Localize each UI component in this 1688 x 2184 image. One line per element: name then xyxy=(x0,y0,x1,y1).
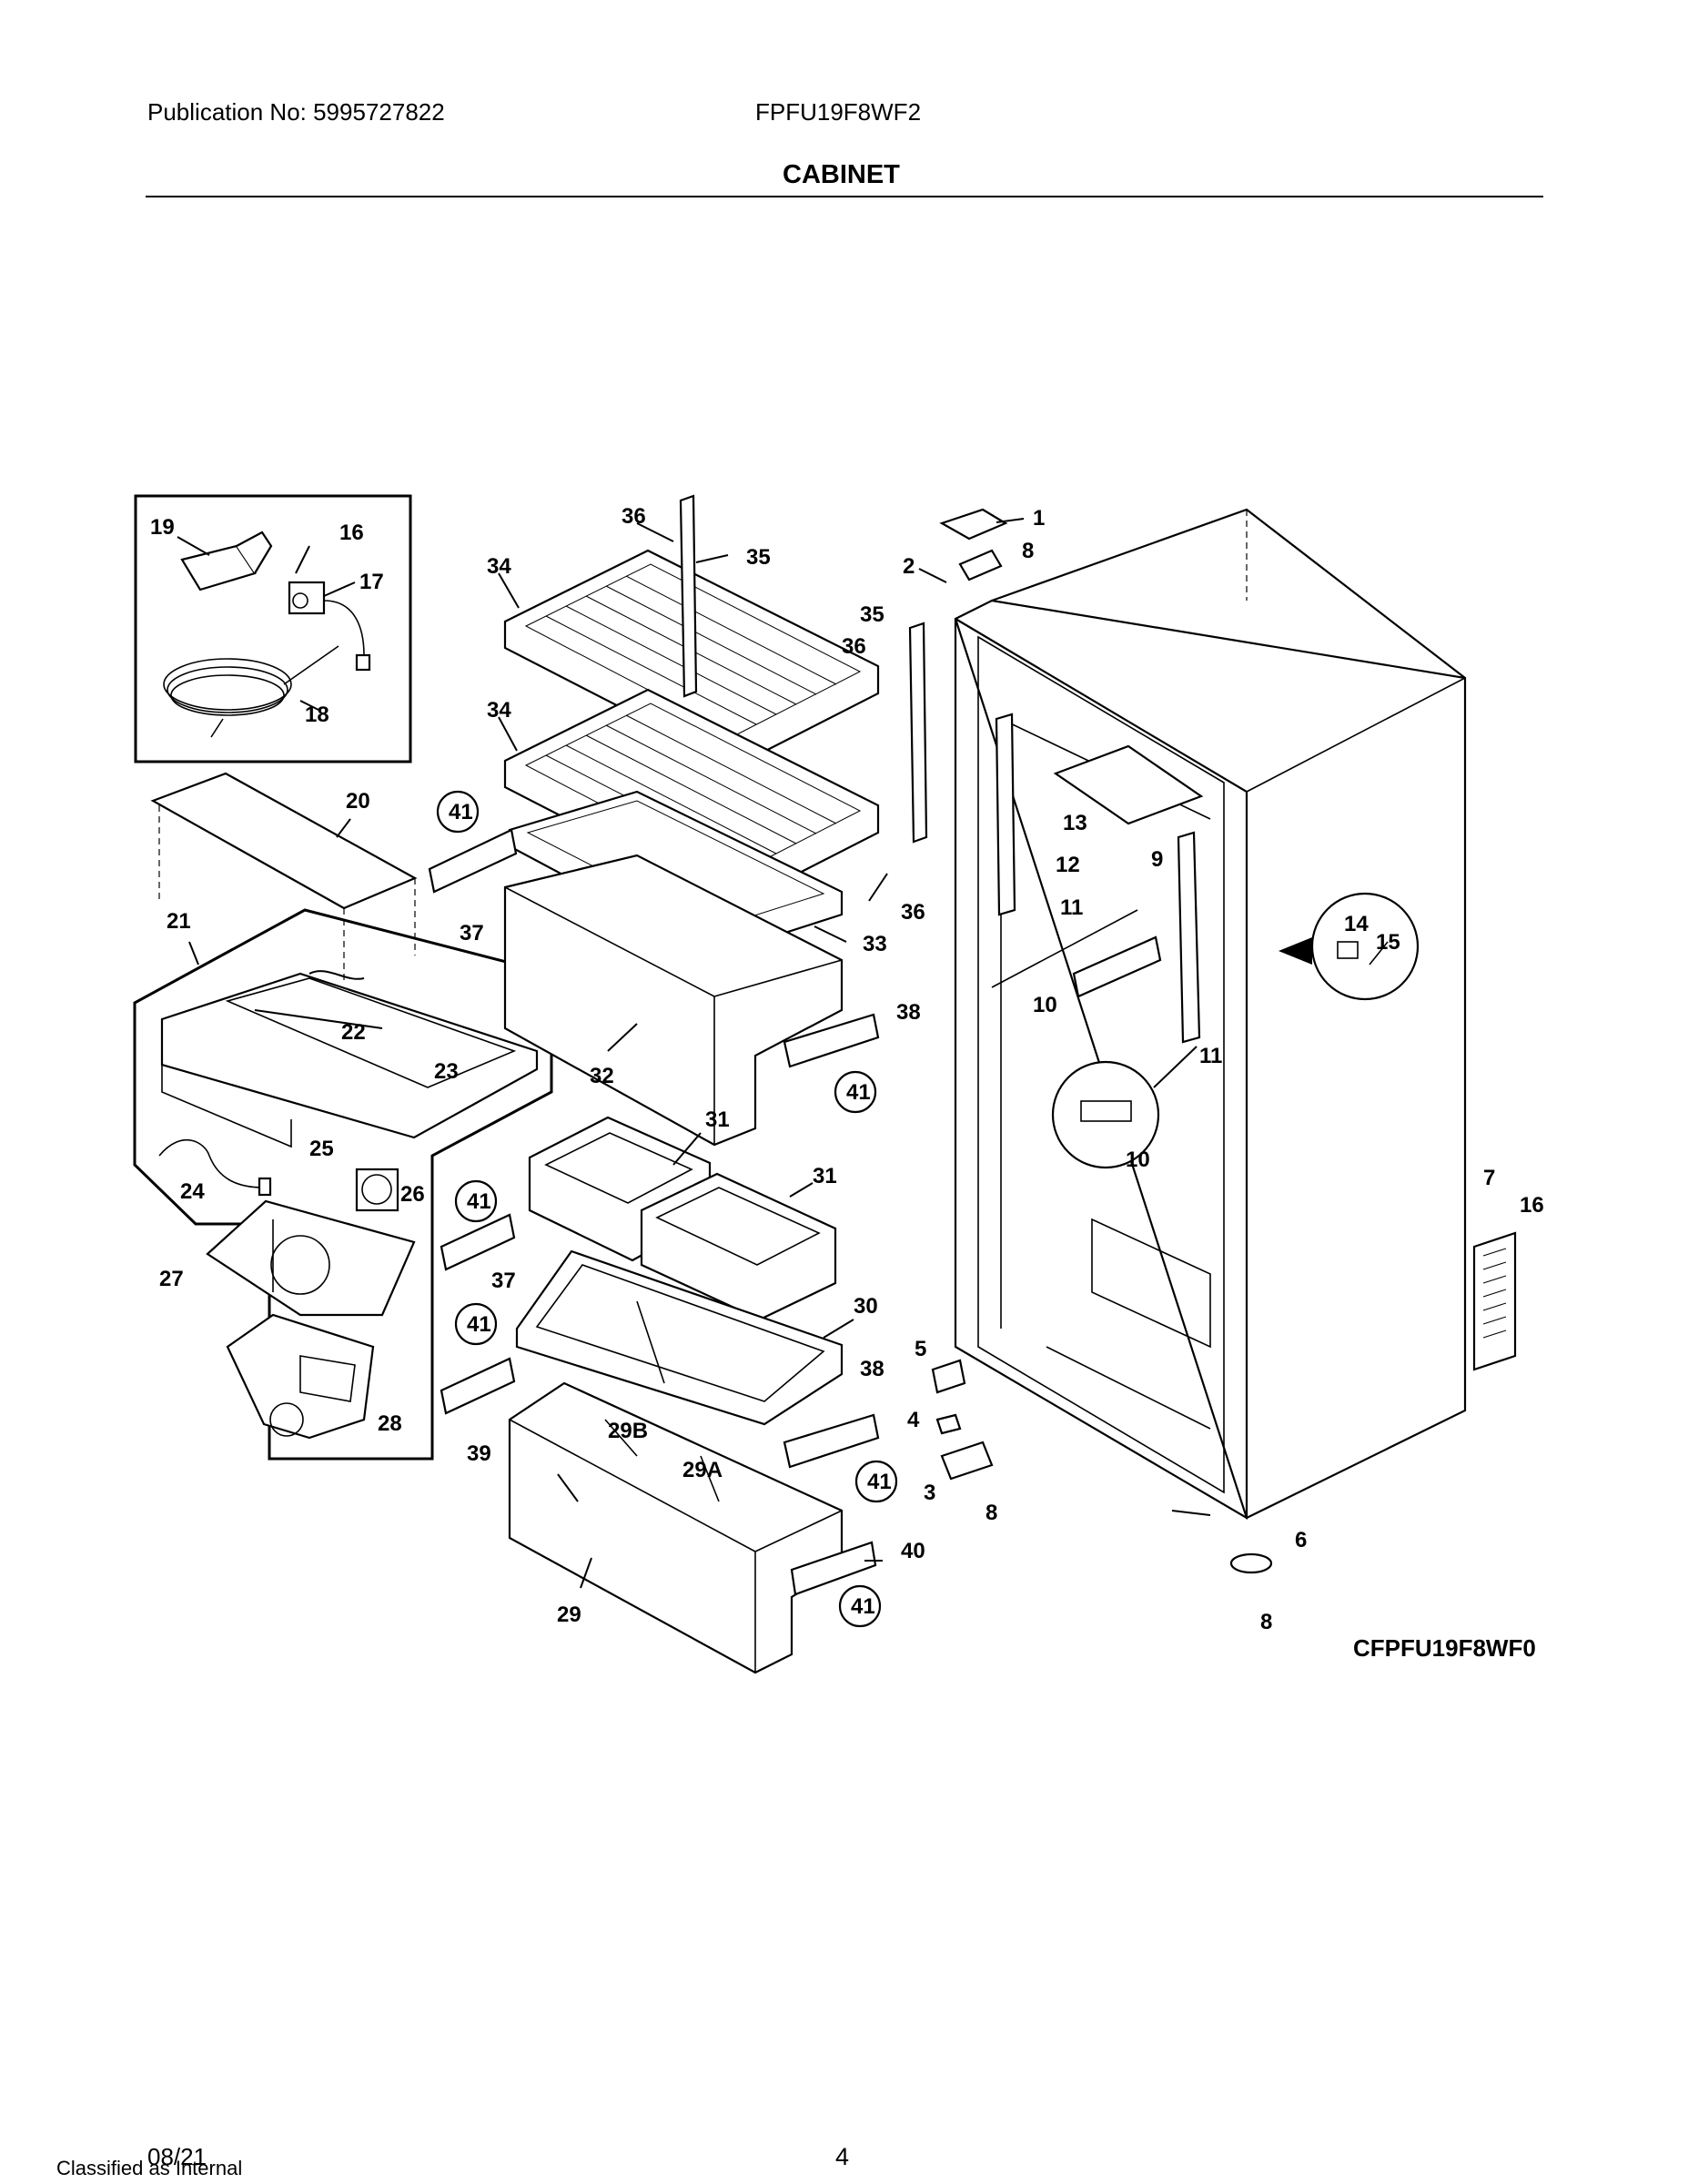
diagram-code: CFPFU19F8WF0 xyxy=(1353,1634,1536,1662)
drawers xyxy=(428,828,880,1674)
callout-38-lower: 38 xyxy=(860,1357,884,1381)
callout-29B: 29B xyxy=(608,1419,648,1443)
callout-14: 14 xyxy=(1344,912,1369,936)
callout-27: 27 xyxy=(159,1267,184,1291)
callout-30: 30 xyxy=(854,1294,878,1319)
callout-11-upper: 11 xyxy=(1060,895,1083,920)
header-rule xyxy=(146,196,1543,197)
callout-41-e: 41 xyxy=(867,1470,892,1494)
inset-accessories xyxy=(134,494,412,763)
callout-38-upper: 38 xyxy=(896,1000,921,1025)
callout-37-lower: 37 xyxy=(491,1269,516,1293)
callout-31-right: 31 xyxy=(813,1164,837,1188)
callout-16: 16 xyxy=(339,521,364,545)
section-title: CABINET xyxy=(783,160,900,189)
callout-35-top: 35 xyxy=(746,545,771,570)
callout-24: 24 xyxy=(180,1179,205,1204)
callout-41-c: 41 xyxy=(467,1189,491,1214)
callout-4: 4 xyxy=(907,1408,920,1432)
callout-15: 15 xyxy=(1376,930,1400,955)
callout-34-upper: 34 xyxy=(487,554,511,579)
callout-41-f: 41 xyxy=(851,1594,875,1619)
callout-41-d: 41 xyxy=(467,1312,491,1337)
callout-33: 33 xyxy=(863,932,887,956)
callout-22: 22 xyxy=(341,1020,366,1045)
callout-39: 39 xyxy=(467,1441,491,1466)
footer-date: 08/21 xyxy=(147,2143,207,2170)
callout-circles-41 xyxy=(436,790,898,1628)
callout-3: 3 xyxy=(924,1481,935,1505)
callout-10-zoom: 10 xyxy=(1126,1148,1150,1172)
callout-9: 9 xyxy=(1151,847,1163,872)
callout-31-left: 31 xyxy=(705,1107,730,1132)
publication-number: Publication No: 5995727822 xyxy=(147,98,445,126)
callout-10-upper: 10 xyxy=(1033,993,1057,1017)
callout-37-upper: 37 xyxy=(460,921,484,945)
callout-28: 28 xyxy=(378,1411,402,1436)
callout-35-right: 35 xyxy=(860,602,884,627)
callout-29: 29 xyxy=(557,1603,581,1627)
leader-lines xyxy=(177,518,1211,1589)
callout-32: 32 xyxy=(590,1064,614,1088)
callout-11-lower: 11 xyxy=(1199,1044,1222,1068)
callout-19: 19 xyxy=(150,515,175,540)
callout-18: 18 xyxy=(305,703,329,727)
glass-shelves xyxy=(503,494,928,957)
callout-labels: 19 16 17 18 20 21 22 23 24 25 26 27 28 3… xyxy=(150,504,1544,1662)
callout-21: 21 xyxy=(167,909,191,934)
callout-8-top: 8 xyxy=(1022,539,1034,563)
ice-maker-assembly xyxy=(133,772,553,1461)
model-number: FPFU19F8WF2 xyxy=(755,98,922,126)
callout-41-b: 41 xyxy=(846,1080,871,1105)
callout-16-right: 16 xyxy=(1520,1193,1544,1218)
callout-8-hinge: 8 xyxy=(986,1501,997,1525)
callout-8-bottom: 8 xyxy=(1260,1610,1272,1634)
callout-20: 20 xyxy=(346,789,370,814)
page-number: 4 xyxy=(835,2143,850,2170)
callout-13: 13 xyxy=(1063,811,1087,835)
callout-23: 23 xyxy=(434,1059,459,1084)
callout-41-a: 41 xyxy=(449,800,473,824)
callout-5: 5 xyxy=(915,1337,926,1361)
callout-12: 12 xyxy=(1056,853,1080,877)
callout-26: 26 xyxy=(400,1182,425,1207)
footer-classification: Classified as Internal xyxy=(56,2157,243,2179)
callout-36-top: 36 xyxy=(622,504,646,529)
callout-1: 1 xyxy=(1033,506,1045,531)
callout-34-lower: 34 xyxy=(487,698,511,723)
callout-2: 2 xyxy=(903,554,915,579)
callout-17: 17 xyxy=(359,570,384,594)
callout-29A: 29A xyxy=(682,1458,723,1482)
callout-6: 6 xyxy=(1295,1528,1307,1552)
callout-25: 25 xyxy=(309,1137,334,1161)
callout-40: 40 xyxy=(901,1539,925,1563)
callout-36-right: 36 xyxy=(901,900,925,925)
callout-36-mid: 36 xyxy=(842,634,866,659)
refrigerator-cabinet xyxy=(931,508,1517,1574)
callout-7: 7 xyxy=(1483,1166,1495,1190)
